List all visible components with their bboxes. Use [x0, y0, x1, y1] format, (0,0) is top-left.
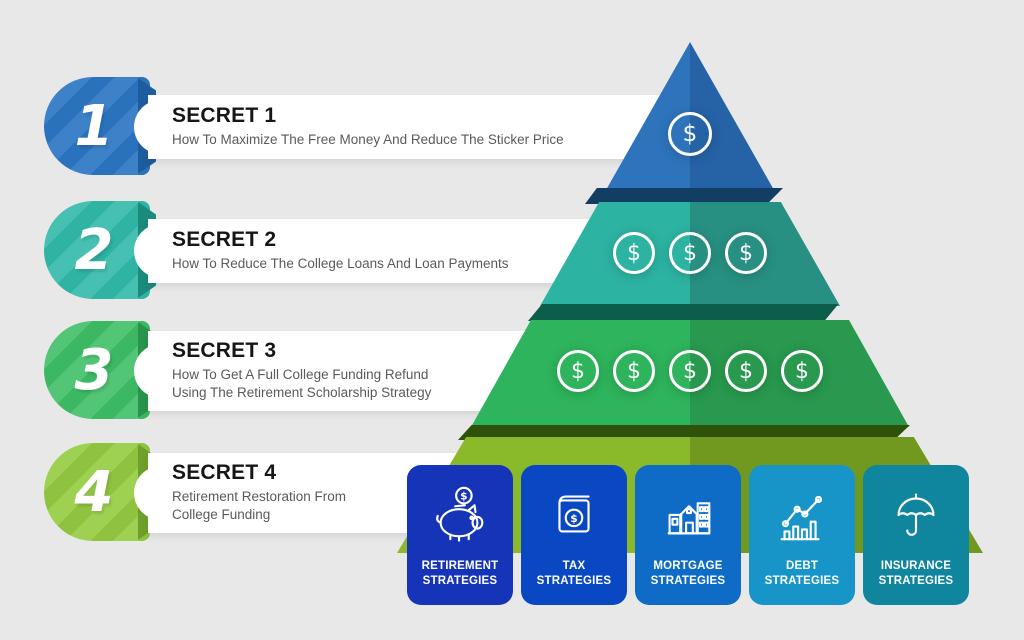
card-mortgage-label: MORTGAGE STRATEGIES [650, 560, 726, 588]
mortgage-building-icon [635, 483, 741, 545]
tax-book-icon: $ [521, 483, 627, 545]
secret-1-description: How To Maximize The Free Money And Reduc… [172, 132, 564, 147]
svg-text:$: $ [570, 512, 577, 525]
secret-1-number: 1 [74, 93, 114, 159]
card-debt-label: DEBT STRATEGIES [764, 560, 840, 588]
secret-1-panel: SECRET 1 How To Maximize The Free Money … [148, 95, 664, 159]
secret-2-number: 2 [74, 217, 114, 283]
secret-4-text: SECRET 4 Retirement Restoration From Col… [148, 453, 664, 524]
secret-4-title: SECRET 4 [172, 461, 277, 484]
card-tax-strategies: $ TAX STRATEGIES [521, 465, 627, 605]
secret-1-text: SECRET 1 How To Maximize The Free Money … [148, 95, 664, 149]
badge-circle [44, 201, 150, 299]
badge-circle [44, 321, 150, 419]
dollar-coin-icon: $ [781, 350, 823, 392]
card-debt-strategies: DEBT STRATEGIES [749, 465, 855, 605]
dollar-coin-icon: $ [669, 350, 711, 392]
debt-chart-icon [749, 483, 855, 545]
card-retirement-label: RETIREMENT STRATEGIES [421, 560, 499, 588]
dollar-coin-icon: $ [725, 350, 767, 392]
secret-3-text: SECRET 3 How To Get A Full College Fundi… [148, 331, 664, 402]
card-mortgage-strategies: MORTGAGE STRATEGIES [635, 465, 741, 605]
pyramid-level-3-shadow [458, 425, 910, 440]
card-insurance-label: INSURANCE STRATEGIES [878, 560, 954, 588]
pyramid-level-2-shadow [528, 304, 839, 321]
secret-4-number: 4 [74, 459, 114, 525]
secret-3-description: How To Get A Full College Funding Refund… [172, 367, 432, 400]
dollar-coin-icon: $ [668, 112, 712, 156]
pyramid-level-1-shadow [585, 188, 783, 204]
secret-2-description: How To Reduce The College Loans And Loan… [172, 256, 509, 271]
secret-2-title: SECRET 2 [172, 228, 277, 251]
card-insurance-strategies: INSURANCE STRATEGIES [863, 465, 969, 605]
piggy-bank-icon: $ [407, 483, 513, 545]
dollar-coin-icon: $ [669, 232, 711, 274]
secret-3-title: SECRET 3 [172, 339, 277, 362]
secret-2-number-badge: 2 [44, 201, 156, 299]
secret-1-title: SECRET 1 [172, 104, 277, 127]
dollar-coin-icon: $ [613, 350, 655, 392]
badge-circle [44, 443, 150, 541]
card-tax-label: TAX STRATEGIES [536, 560, 612, 588]
insurance-umbrella-icon [863, 483, 969, 545]
dollar-coin-icon: $ [725, 232, 767, 274]
secret-row-1: 1 SECRET 1 How To Maximize The Free Mone… [44, 77, 664, 177]
badge-circle [44, 77, 150, 175]
svg-text:$: $ [460, 489, 467, 502]
secret-4-description: Retirement Restoration From College Fund… [172, 489, 347, 522]
dollar-coin-icon: $ [613, 232, 655, 274]
dollar-coin-icon: $ [557, 350, 599, 392]
secret-2-text: SECRET 2 How To Reduce The College Loans… [148, 219, 664, 273]
card-retirement-strategies: $ RETIREMENT STRATEGIES [407, 465, 513, 605]
secret-4-number-badge: 4 [44, 443, 156, 541]
secret-3-number: 3 [74, 337, 114, 403]
